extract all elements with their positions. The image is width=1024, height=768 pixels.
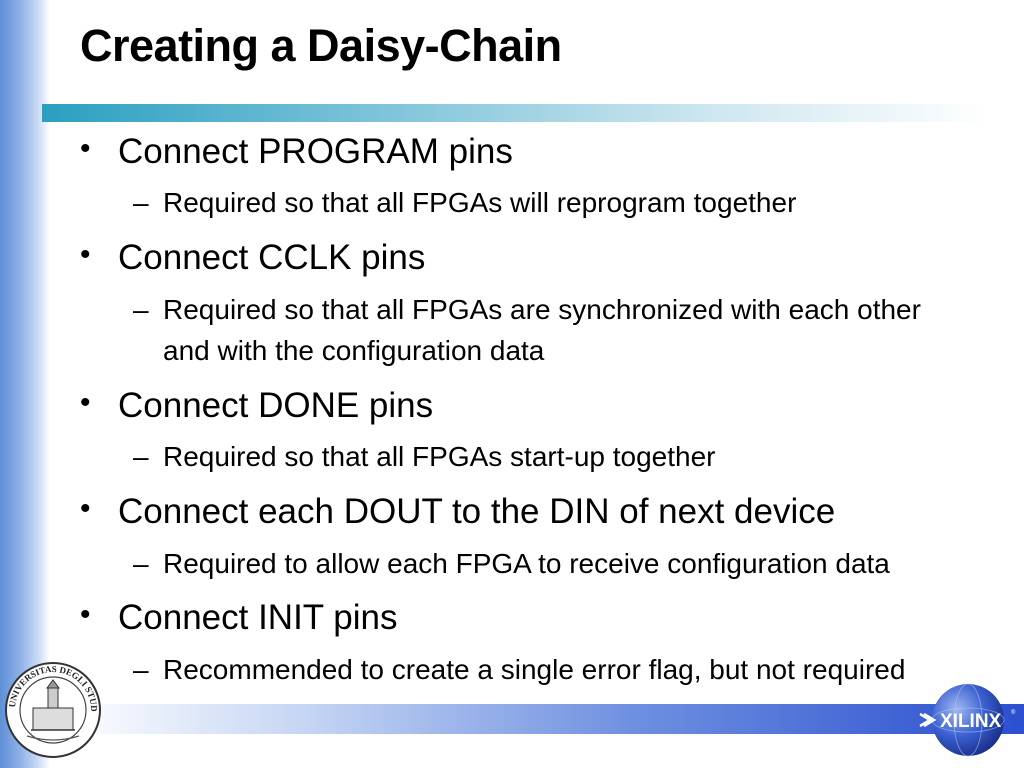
bullet-icon: • <box>80 132 91 165</box>
registered-mark: ® <box>1011 709 1016 716</box>
sub-bullet-text: Required so that all FPGAs start-up toge… <box>163 441 716 472</box>
bullet-item: • Connect each DOUT to the DIN of next d… <box>80 492 836 532</box>
dash-icon: – <box>133 187 149 218</box>
sub-bullet-item: – Required so that all FPGAs are synchro… <box>133 289 953 371</box>
bullet-icon: • <box>80 386 91 419</box>
xilinx-logo: XILINX ® <box>919 683 1016 757</box>
bullet-list: • Connect PROGRAM pins – Required so tha… <box>80 132 963 690</box>
xilinx-text: XILINX <box>940 711 1002 732</box>
bullet-item: • Connect CCLK pins <box>80 238 426 278</box>
bullet-text: Connect DONE pins <box>118 386 434 425</box>
sub-bullet-item: – Recommended to create a single error f… <box>133 649 963 690</box>
dash-icon: – <box>133 654 149 685</box>
bullet-text: Connect each DOUT to the DIN of next dev… <box>118 492 836 531</box>
bullet-icon: • <box>80 492 91 525</box>
bullet-text: Connect PROGRAM pins <box>118 132 513 171</box>
title-underline-bar <box>42 104 990 122</box>
bullet-text: Connect INIT pins <box>118 598 398 637</box>
dash-icon: – <box>133 548 149 579</box>
footer-gradient-band <box>60 704 1024 734</box>
sub-bullet-text: Required so that all FPGAs are synchroni… <box>163 294 921 366</box>
dash-icon: – <box>133 441 149 472</box>
sub-bullet-item: – Required so that all FPGAs will reprog… <box>133 182 963 223</box>
university-seal-logo: UNIVERSITAS DEGLI STUDI TERGESTI <box>3 658 101 758</box>
sub-bullet-text: Recommended to create a single error fla… <box>163 654 906 685</box>
sub-bullet-text: Required to allow each FPGA to receive c… <box>163 548 890 579</box>
bullet-text: Connect CCLK pins <box>118 238 426 277</box>
dash-icon: – <box>133 294 149 325</box>
sub-bullet-text: Required so that all FPGAs will reprogra… <box>163 187 797 218</box>
sub-bullet-item: – Required so that all FPGAs start-up to… <box>133 436 963 477</box>
bullet-item: • Connect PROGRAM pins <box>80 132 513 172</box>
bullet-icon: • <box>80 598 91 631</box>
left-gradient-band <box>0 0 50 768</box>
bullet-item: • Connect INIT pins <box>80 598 398 638</box>
bullet-icon: • <box>80 238 91 271</box>
sub-bullet-item: – Required to allow each FPGA to receive… <box>133 543 963 584</box>
bullet-item: • Connect DONE pins <box>80 386 434 426</box>
slide-title: Creating a Daisy-Chain <box>80 20 562 71</box>
